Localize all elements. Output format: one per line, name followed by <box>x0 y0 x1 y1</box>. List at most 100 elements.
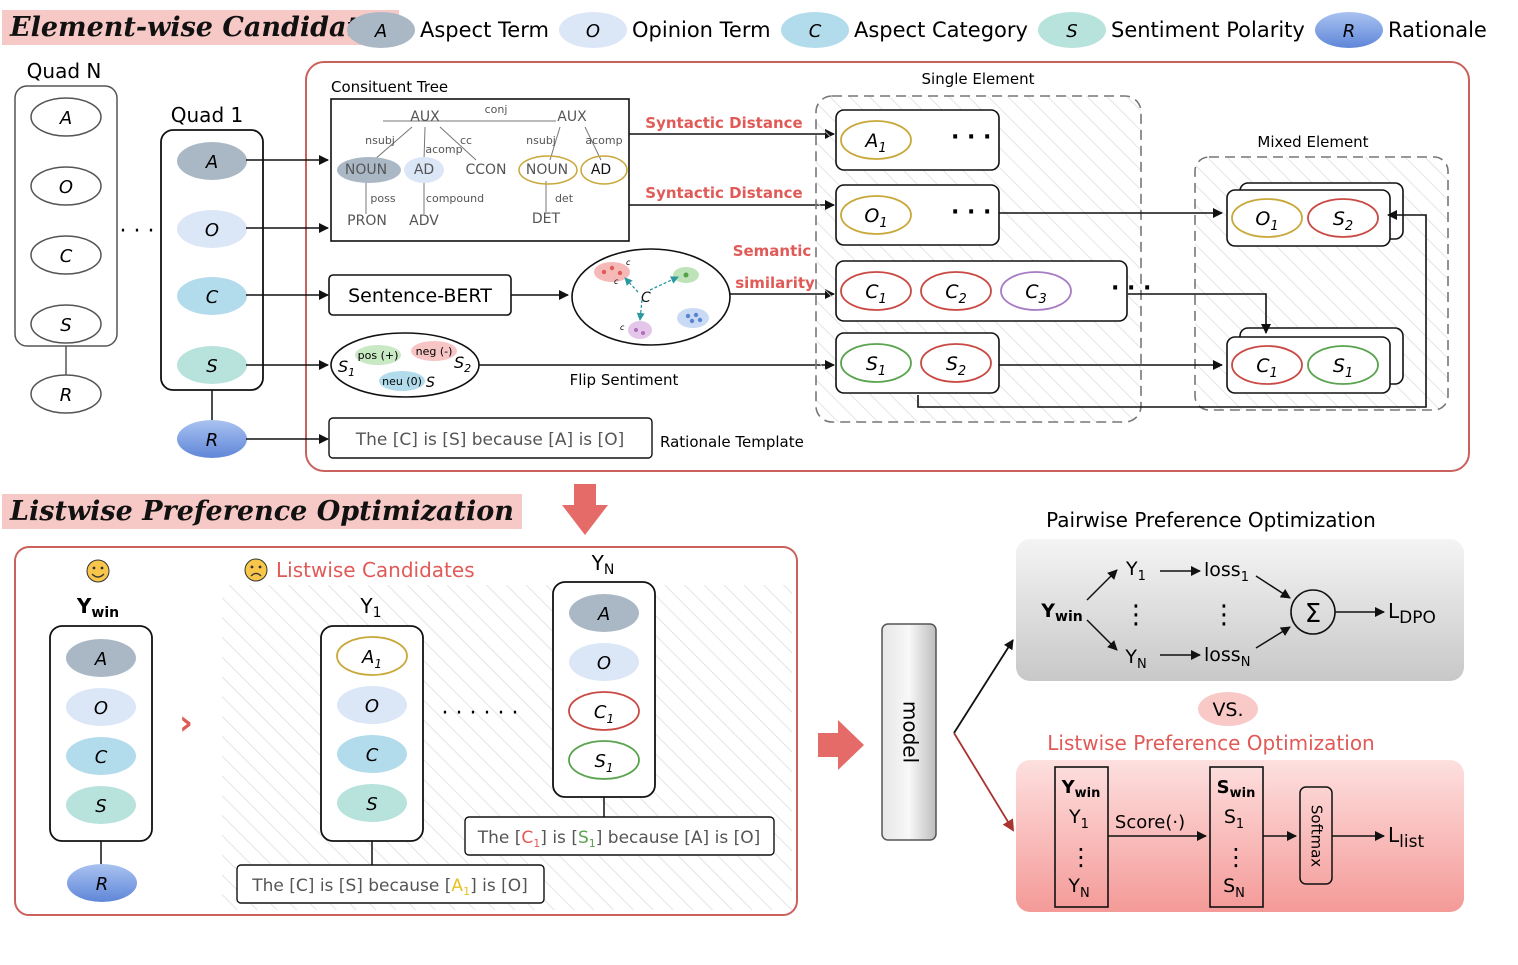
tree-edge-3: cc <box>460 134 472 147</box>
quadN-title: Quad N <box>27 59 102 83</box>
quad1-node-C <box>177 277 247 315</box>
y1-rationale-box <box>236 864 545 904</box>
tree-node-8: ADV <box>409 213 439 229</box>
svg-text:O: O <box>365 696 379 717</box>
ywin-items-node-0 <box>66 639 136 677</box>
section1-title: Element-wise Candidates <box>2 10 400 45</box>
tree-node-2: NOUN <box>345 162 387 178</box>
svg-text:A: A <box>597 604 610 625</box>
svg-text:⋮: ⋮ <box>1069 843 1093 871</box>
quad1-node-O <box>177 210 247 248</box>
down-arrow <box>562 484 608 535</box>
single-c-item-3 <box>1000 271 1072 311</box>
svg-text:⋮: ⋮ <box>1123 600 1149 630</box>
tree-edge-0: conj <box>485 103 508 116</box>
single-c-dots: · · · <box>1111 276 1151 301</box>
pos-label: pos (+) <box>358 349 399 362</box>
yN-items-node-1 <box>569 643 639 681</box>
legend-A-key: A <box>374 21 387 42</box>
quad1-r-node <box>177 420 247 458</box>
quad1-node-S <box>177 346 247 384</box>
neu-label: neu (0) <box>382 375 422 388</box>
sentence-bert-label: Sentence-BERT <box>348 285 492 307</box>
pairwise-title: Pairwise Preference Optimization <box>1046 508 1376 532</box>
single-o-item-1 <box>840 195 912 235</box>
preference-gt-icon: › <box>179 703 193 743</box>
legend-O-swatch <box>559 12 627 48</box>
pairwise-loss1: loss1 <box>1204 559 1249 585</box>
tree-node-4: CCON <box>465 162 506 178</box>
single-element-title: Single Element <box>922 70 1035 88</box>
rationale-template-text: The [C] is [S] because [A] is [O] <box>355 430 624 450</box>
single-s-item-2 <box>920 343 992 383</box>
svg-text:O: O <box>94 698 108 719</box>
tree-node-6: AD <box>591 162 611 178</box>
quadN-node-O-label: O <box>59 177 73 198</box>
listwise-opt-panel <box>1016 760 1464 912</box>
legend-O-key: O <box>586 21 600 42</box>
ywin-items-node-3 <box>66 786 136 824</box>
yN-items-node-2 <box>568 691 640 731</box>
ywin-r-label: R <box>96 874 109 895</box>
quadN-node-A <box>30 97 102 137</box>
svg-text:A: A <box>94 649 107 670</box>
quad1-node-C-label: C <box>206 287 219 308</box>
flip-sentiment-label: Flip Sentiment <box>570 371 679 389</box>
quad1-node-A-label: A <box>205 152 218 173</box>
tree-edge-1: nsubj <box>365 134 395 147</box>
quad1-node-A <box>177 142 247 180</box>
similarity-label: similarity <box>735 274 815 292</box>
quadN-node-A-label: A <box>59 108 72 129</box>
quadN-r-node <box>30 374 102 414</box>
svg-text:S: S <box>95 796 106 817</box>
score-label: Score(·) <box>1115 812 1185 833</box>
sad-face-icon <box>244 558 268 582</box>
semantic-label: Semantic <box>733 242 812 260</box>
rationale-template-label: Rationale Template <box>660 433 804 451</box>
model-label: model <box>899 701 923 763</box>
svg-text:C: C <box>641 290 651 306</box>
legend-S-key: S <box>1066 21 1077 42</box>
y1-items-node-0 <box>336 636 408 676</box>
svg-text:c: c <box>620 323 625 332</box>
to-model-arrow <box>818 720 864 770</box>
tree-node-9: DET <box>532 211 561 227</box>
mixed-element-title: Mixed Element <box>1257 133 1368 151</box>
svg-text:C: C <box>95 747 108 768</box>
quad1-items: A O C S <box>177 142 247 384</box>
quadN-node-C-label: C <box>60 246 73 267</box>
yN-items-node-0 <box>569 594 639 632</box>
quad1-node-S-label: S <box>206 356 217 377</box>
svg-text:c: c <box>614 277 619 286</box>
svg-text:S: S <box>426 375 435 391</box>
tree-edge-8: det <box>555 192 574 205</box>
tree-node-1: AUX <box>557 109 587 125</box>
ywin-items-node-1 <box>66 688 136 726</box>
pairwise-panel <box>1016 539 1464 681</box>
legend-O-label: Opinion Term <box>632 18 771 42</box>
tree-title: Consituent Tree <box>331 78 448 96</box>
tree-edge-7: compound <box>426 192 484 205</box>
quadN-node-S-label: S <box>60 315 71 336</box>
single-c-item-1 <box>840 271 912 311</box>
neg-label: neg (-) <box>416 345 453 358</box>
happy-face-icon <box>86 559 110 583</box>
yN-rationale-text: The [C1] is [S1] because [A] is [O] <box>477 828 760 850</box>
legend-C-key: C <box>809 21 822 42</box>
tree-node-5: NOUN <box>526 162 568 178</box>
single-a-dots: · · · <box>951 125 991 150</box>
listwise-candidates-title: Listwise Candidates <box>276 558 475 582</box>
y1-items-node-1 <box>337 686 407 724</box>
svg-text:c: c <box>626 258 631 267</box>
tree-edge-4: nsubj <box>526 134 556 147</box>
quadN-node-S <box>30 304 102 344</box>
quadN-node-C <box>30 235 102 275</box>
tree-edge-5: acomp <box>585 134 622 147</box>
tree-node-7: PRON <box>347 213 387 229</box>
model-block <box>881 623 937 841</box>
quad1-node-O-label: O <box>205 220 219 241</box>
quad1-title: Quad 1 <box>171 103 243 127</box>
